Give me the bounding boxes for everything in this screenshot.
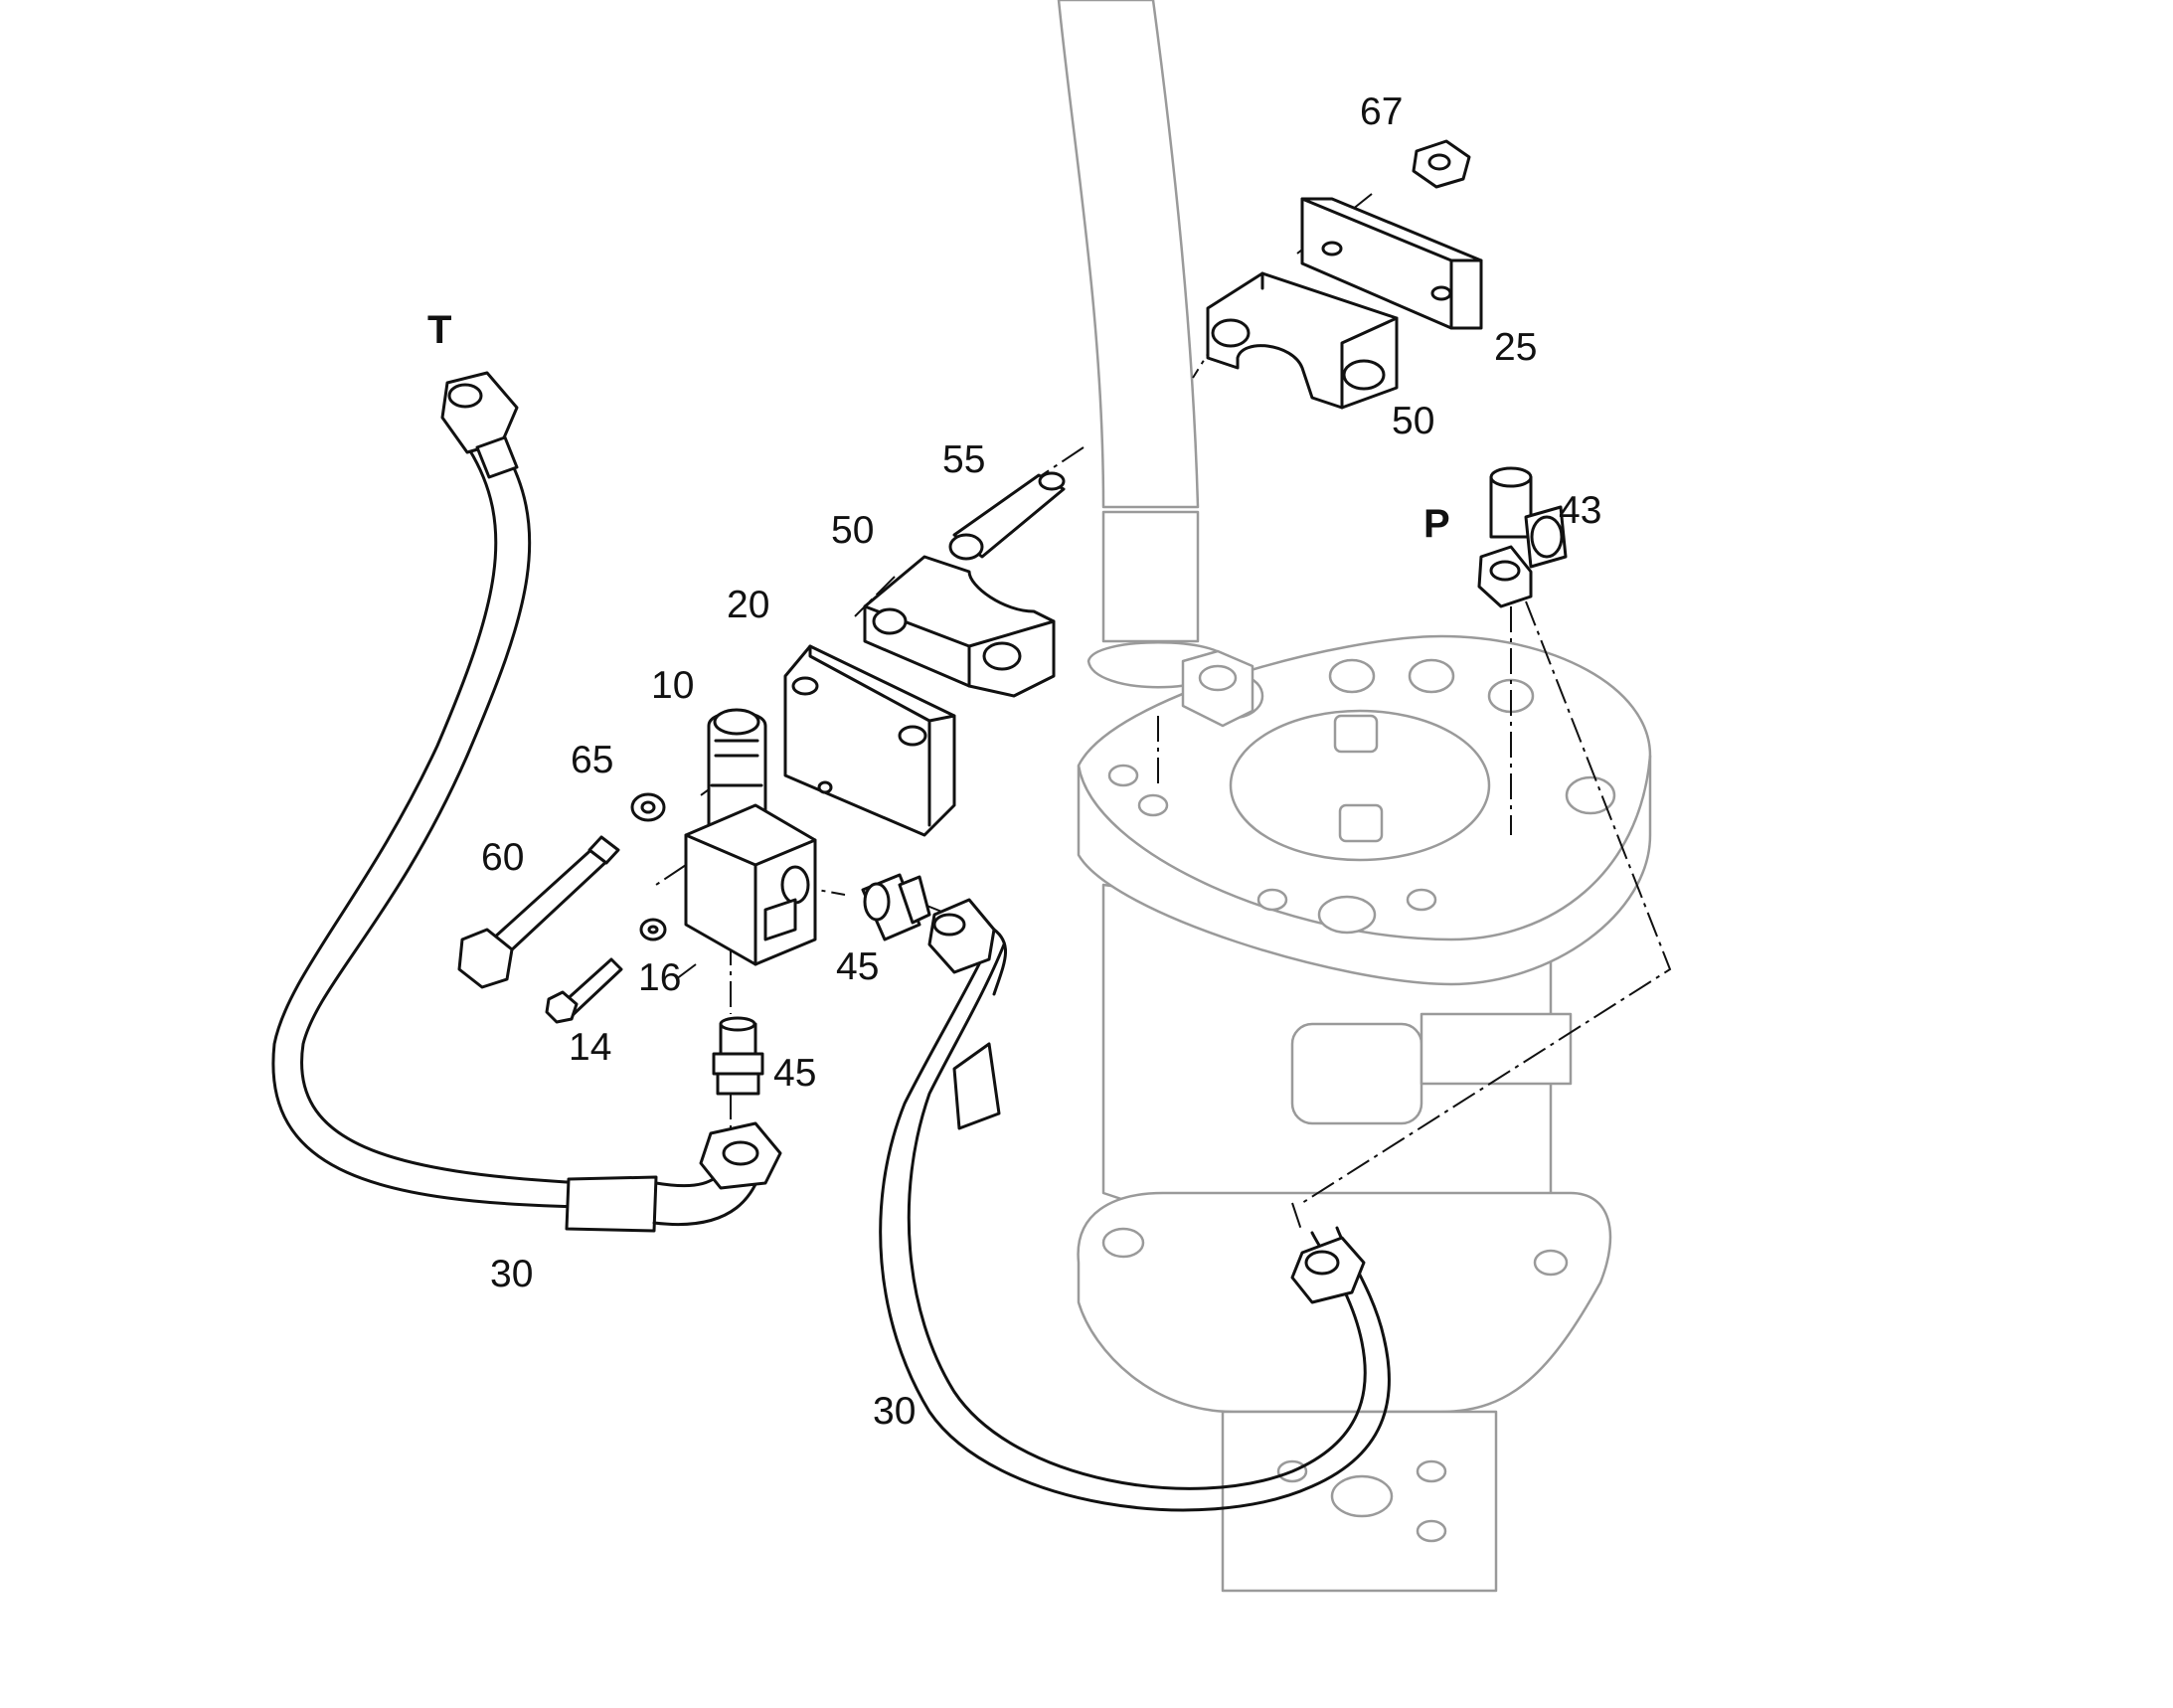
port-label-t: T — [427, 308, 451, 352]
port-label-p: P — [1423, 502, 1450, 546]
callout-14: 14 — [569, 1026, 611, 1069]
callout-43: 43 — [1559, 489, 1601, 532]
motor-assembly-background — [1057, 0, 1652, 1593]
hose-30-bottom — [879, 898, 1391, 1512]
washer-65 — [630, 792, 666, 822]
callout-60: 60 — [481, 836, 524, 879]
callout-50-top: 50 — [1392, 400, 1434, 442]
callout-30-bottom: 30 — [873, 1390, 916, 1433]
pin-55 — [948, 471, 1066, 561]
mounting-plate-20 — [783, 644, 956, 837]
washer-16 — [639, 918, 667, 941]
callout-45-right: 45 — [836, 945, 879, 988]
hose-30-left — [271, 371, 782, 1233]
hose-30-left-sleeve — [565, 1175, 658, 1233]
callout-25: 25 — [1494, 326, 1537, 369]
callout-30-left: 30 — [490, 1253, 533, 1295]
fitting-45-right — [861, 873, 931, 941]
fitting-45-bottom — [712, 1016, 764, 1096]
callout-67: 67 — [1360, 90, 1403, 133]
clamp-half-50-top — [1206, 271, 1399, 410]
callout-10: 10 — [651, 664, 694, 707]
screw-14 — [545, 957, 623, 1024]
bolt-60 — [457, 835, 620, 989]
callout-16: 16 — [638, 956, 681, 999]
callout-55: 55 — [942, 438, 985, 481]
valve-10 — [684, 708, 817, 966]
clamp-plate-25 — [1300, 197, 1483, 330]
callout-45-bottom: 45 — [773, 1052, 816, 1095]
callout-50-mid: 50 — [831, 509, 874, 552]
nut-67 — [1412, 139, 1471, 189]
callout-65: 65 — [571, 739, 613, 781]
callout-20: 20 — [727, 584, 769, 626]
hose-30-bottom-sleeve — [952, 1042, 1001, 1130]
clamp-half-50-mid — [863, 555, 1056, 698]
elbow-fitting-43 — [1477, 466, 1568, 608]
